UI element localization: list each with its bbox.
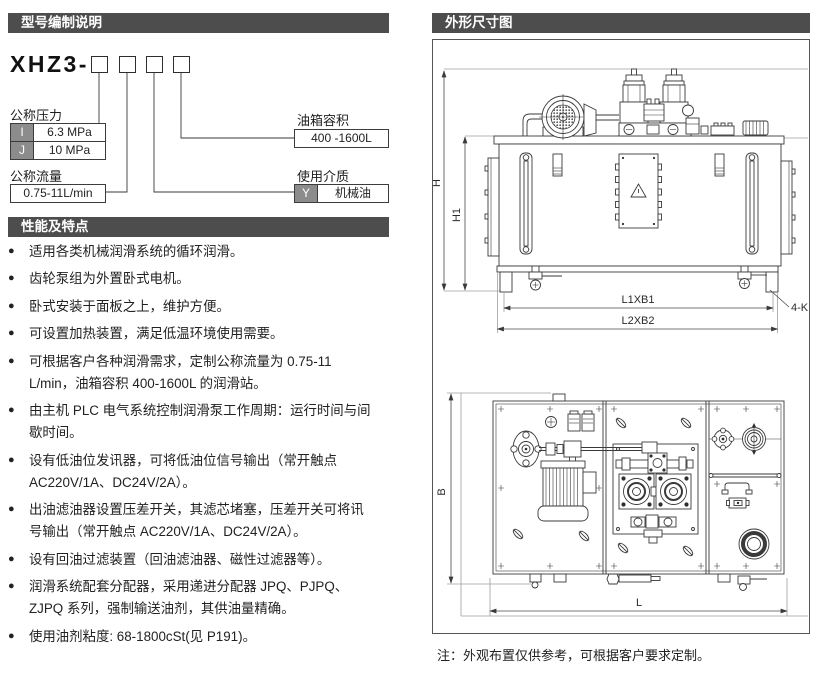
pressure-value-j: 10 MPa — [48, 143, 91, 157]
medium-label: 使用介质 — [297, 169, 350, 184]
level-gauge-left — [519, 152, 533, 255]
motor-front — [522, 94, 619, 140]
pressure-row-j: J 10 MPa — [11, 141, 105, 159]
section-header-features: 性能及特点 — [8, 217, 389, 237]
motor-pump-top — [510, 410, 645, 522]
medium-value: 机械油 — [334, 186, 371, 200]
tank-capacity-value: 400 -1600L — [311, 131, 372, 145]
feature-item: 润滑系统配套分配器，采用递进分配器 JPQ、PJPQ、ZJPQ 系列，强制输送油… — [8, 576, 374, 620]
pressure-label: 公称压力 — [10, 108, 63, 123]
warning-triangle-icon — [630, 183, 647, 198]
section-header-model-code-label: 型号编制说明 — [21, 15, 102, 30]
terminal-strip — [710, 125, 735, 136]
front-view: H H1 L1XB1 L2XB2 4-K — [431, 68, 809, 333]
model-code-box-4 — [173, 56, 190, 73]
cover-plate — [493, 135, 785, 145]
feature-item: 可根据客户各种润滑需求，定制公称流量为 0.75-11 L/min，油箱容积 4… — [8, 351, 374, 395]
feature-list: 适用各类机械润滑系统的循环润滑。 齿轮泵组为外置卧式电机。 卧式安装于面板之上，… — [8, 241, 374, 653]
pressure-code-j: J — [11, 142, 34, 159]
filter-group-front — [618, 68, 692, 137]
section-header-features-label: 性能及特点 — [21, 219, 89, 234]
air-breather-left — [552, 153, 563, 177]
filler-port — [742, 423, 766, 455]
model-code-box-2 — [119, 56, 136, 73]
drain-valve-right — [737, 265, 767, 289]
terminal-bumps — [615, 163, 662, 221]
lifting-lugs — [512, 417, 694, 557]
flow-table: 0.75-11L/min — [10, 184, 106, 203]
bottom-manifold — [630, 514, 677, 544]
feature-item: 可设置加热装置，满足低温环境使用需要。 — [8, 323, 374, 345]
dim-label-l: L — [636, 597, 642, 609]
tank-base — [496, 265, 779, 293]
diagram-note: 注：外观布置仅供参考，可根据客户要求定制。 — [437, 648, 711, 663]
drain-valve-left — [528, 265, 562, 291]
pressure-code-i: I — [11, 124, 34, 141]
dimension-diagram: H H1 L1XB1 L2XB2 4-K — [431, 68, 810, 617]
model-code-box-1 — [91, 56, 108, 73]
feature-item: 设有低油位发讯器，可将低油位信号输出（常开触点 AC220V/1A、DC24V/… — [8, 450, 374, 494]
dimensions-top: B L — [436, 392, 788, 616]
foot-right — [765, 271, 779, 293]
section-header-dimensions-label: 外形尺寸图 — [445, 15, 513, 30]
top-fittings — [545, 410, 595, 432]
dim-label-l1b1: L1XB1 — [621, 294, 654, 306]
level-gauge-right — [745, 152, 759, 255]
filler-breather-cap — [742, 120, 769, 136]
junction-box — [615, 153, 662, 229]
pressure-filter — [618, 473, 655, 510]
screw-marks — [498, 406, 780, 569]
medium-table: Y 机械油 — [294, 184, 389, 203]
air-breather-right — [714, 153, 725, 177]
feature-item: 由主机 PLC 电气系统控制润滑泵工作周期：运行时间与间歇时间。 — [8, 400, 374, 444]
motor-fan-cowl — [537, 505, 589, 522]
return-filter-cap — [738, 528, 770, 560]
dim-label-4k: 4-K — [791, 302, 808, 314]
feature-item: 齿轮泵组为外置卧式电机。 — [8, 268, 374, 290]
medium-code: Y — [295, 185, 318, 202]
dim-label-h: H — [433, 179, 443, 187]
flow-label: 公称流量 — [10, 169, 63, 184]
cleanout-handle — [721, 482, 753, 495]
valve-block — [685, 117, 700, 135]
tank-details — [484, 152, 796, 257]
right-panel-top — [709, 423, 781, 560]
model-code-prefix: XHZ3- — [10, 51, 89, 77]
accessories-front — [682, 104, 769, 136]
pressure-row-i: I 6.3 MPa — [11, 124, 105, 141]
feature-item: 出油滤油器设置压差开关，其滤芯堵塞，压差开关可将讯号输出（常开触点 AC220V… — [8, 499, 374, 543]
filter-front — [659, 68, 689, 124]
tank-capacity-table: 400 -1600L — [294, 129, 389, 148]
top-view: B L — [436, 392, 788, 616]
pressure-value-i: 6.3 MPa — [47, 125, 92, 139]
top-valve-assembly — [615, 452, 694, 474]
dim-label-b: B — [436, 488, 448, 495]
feature-item: 设有回油过滤装置（回油滤油器、磁性过滤器等）。 — [8, 549, 374, 571]
dimensions-front: H H1 L1XB1 L2XB2 4-K — [431, 70, 809, 333]
dim-label-h1: H1 — [451, 208, 463, 222]
motor-body-top — [542, 467, 584, 507]
model-code-box-3 — [146, 56, 163, 73]
pressure-gauge — [682, 104, 694, 117]
feature-item: 适用各类机械润滑系统的循环润滑。 — [8, 241, 374, 263]
tank-capacity-label: 油箱容积 — [297, 113, 350, 128]
pressure-table: I 6.3 MPa J 10 MPa — [10, 123, 106, 160]
dim-label-l2b2: L2XB2 — [621, 315, 654, 327]
feature-item: 卧式安装于面板之上，维护方便。 — [8, 296, 374, 318]
section-header-dimensions: 外形尺寸图 — [432, 13, 810, 33]
dimension-diagram-frame: H H1 L1XB1 L2XB2 4-K — [431, 39, 810, 634]
section-header-model-code: 型号编制说明 — [8, 13, 389, 33]
nameplate-fitting — [726, 497, 750, 509]
flow-value: 0.75-11L/min — [23, 186, 93, 200]
pressure-filter — [655, 473, 692, 510]
feature-item: 使用油剂粘度: 68-1800cSt(见 P191)。 — [8, 626, 374, 648]
filter-valve-group-top — [612, 441, 699, 544]
side-heater-left — [487, 157, 500, 257]
bottom-fittings — [529, 573, 767, 591]
return-port-flange — [711, 427, 735, 451]
side-heater-right — [780, 160, 793, 255]
foot-left — [499, 271, 513, 293]
